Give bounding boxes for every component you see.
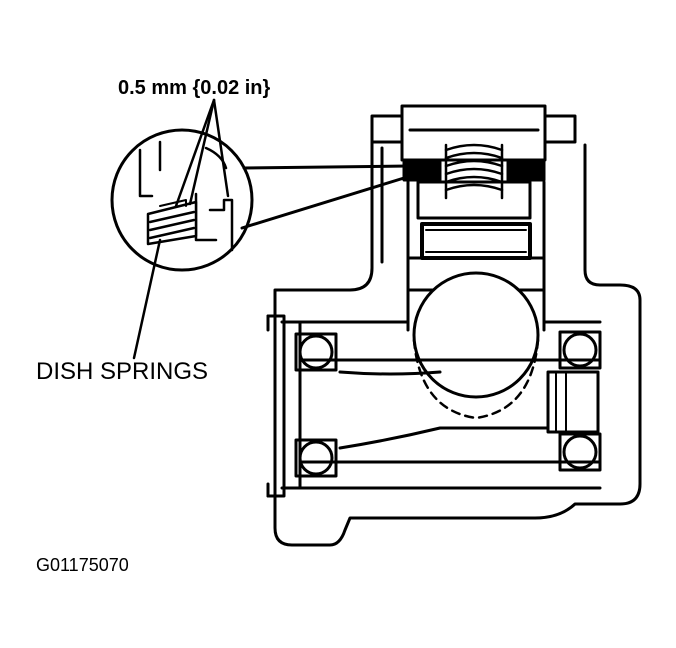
dimension-label: 0.5 mm {0.02 in} bbox=[118, 77, 271, 99]
figure-code: G01175070 bbox=[36, 555, 129, 575]
rack-flange-left bbox=[266, 314, 286, 498]
detail-dish-springs bbox=[138, 140, 234, 252]
top-cap-hatch-left bbox=[402, 160, 442, 182]
bearing-lower-right-race bbox=[558, 432, 602, 472]
rack-shaft-curve-top bbox=[338, 370, 442, 376]
dimension-leader-2 bbox=[188, 98, 216, 206]
callout-tangent-lower bbox=[240, 176, 406, 230]
coil-spring bbox=[444, 143, 504, 200]
top-cap-hatch-right bbox=[506, 160, 546, 182]
dimension-leader-3 bbox=[212, 98, 230, 198]
bearing-lower-right bbox=[562, 434, 598, 470]
callout-tangent-upper bbox=[242, 164, 410, 170]
bearing-lower-left-race bbox=[294, 438, 338, 478]
bearing-upper-left bbox=[298, 334, 334, 370]
rack-guide bbox=[416, 180, 532, 220]
top-cap-right-lug bbox=[543, 114, 577, 144]
bearing-upper-left-race bbox=[294, 332, 338, 372]
dimension-leader-1 bbox=[174, 98, 216, 208]
dish-springs-leader bbox=[132, 238, 162, 360]
bearing-lower-left bbox=[298, 440, 334, 476]
pinion-shaft-block-lines bbox=[555, 371, 567, 433]
bearing-upper-right bbox=[562, 332, 598, 368]
pinion-ball bbox=[412, 271, 540, 399]
yoke-guide-walls bbox=[406, 180, 546, 332]
rack-shaft-curve-bottom bbox=[338, 426, 550, 450]
top-cap-body bbox=[400, 104, 547, 162]
top-cap-left-lug bbox=[370, 114, 404, 144]
dish-springs-label: DISH SPRINGS bbox=[36, 358, 209, 385]
pinion-shaft-block bbox=[546, 370, 600, 434]
yoke-plug-shade bbox=[425, 229, 527, 253]
bearing-upper-right-race bbox=[558, 330, 602, 370]
housing-outline bbox=[273, 138, 642, 547]
detail-callout-circle bbox=[110, 128, 254, 272]
